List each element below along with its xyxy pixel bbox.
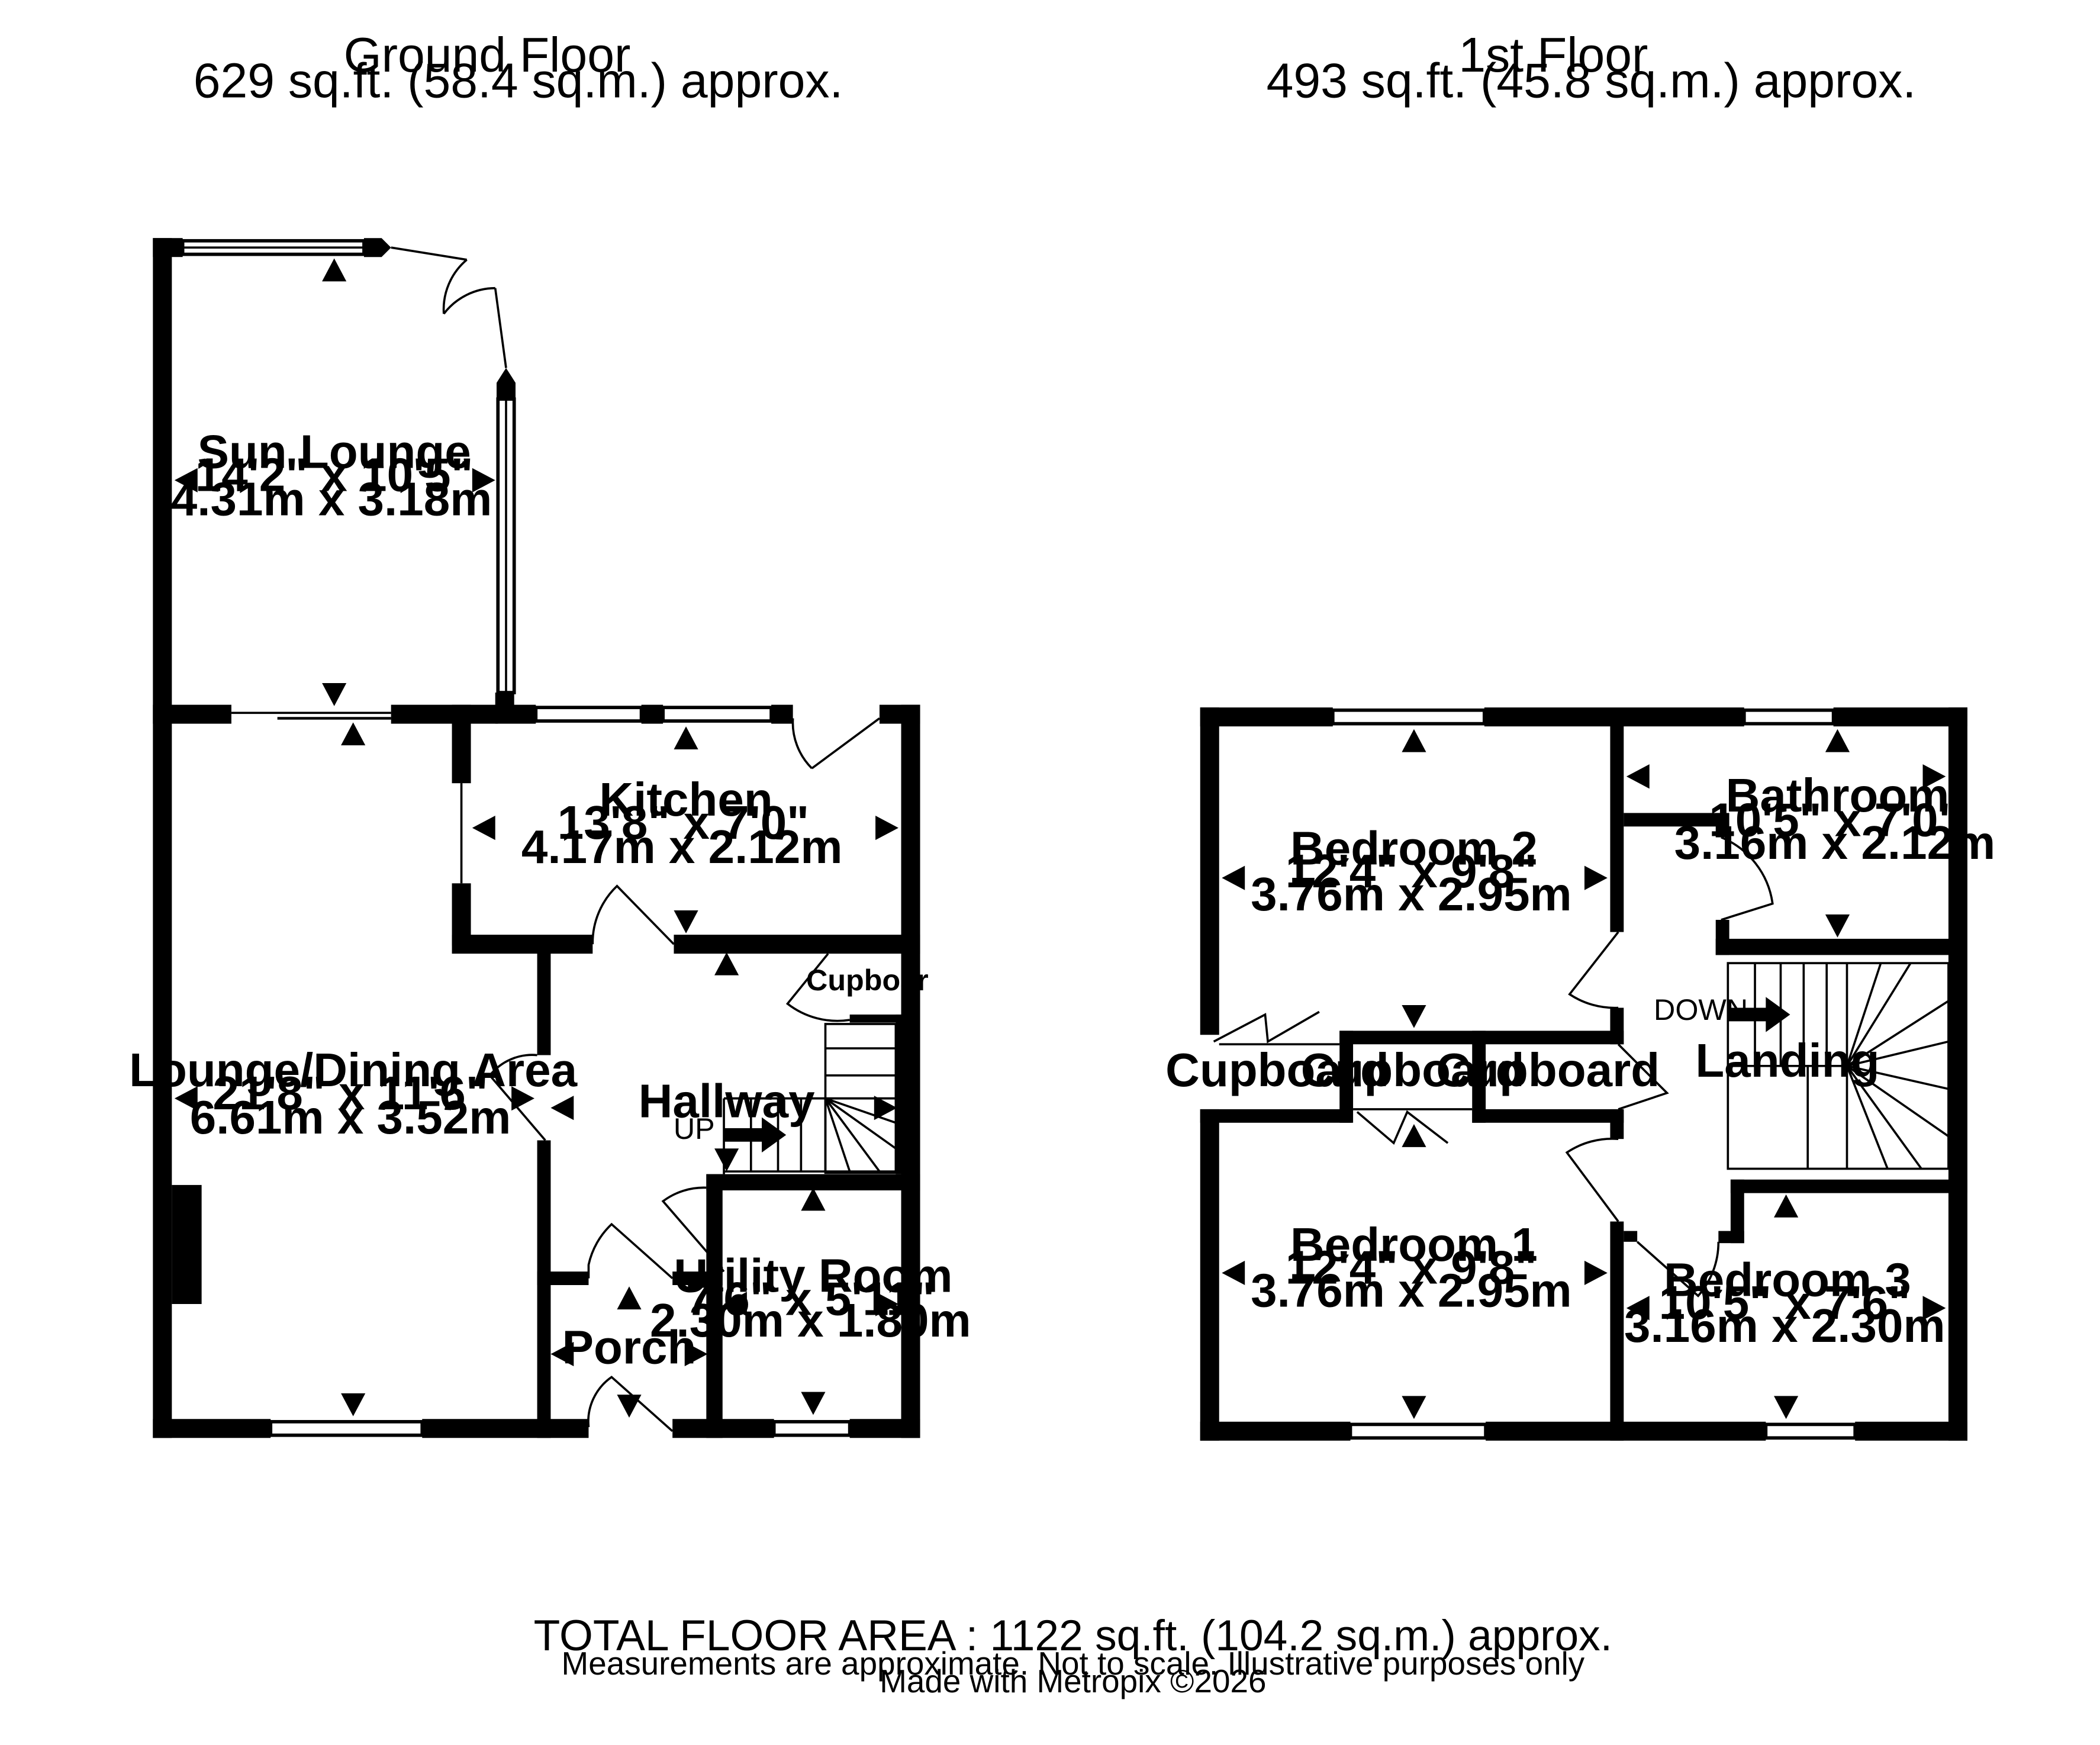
ground-floor-walls [153, 238, 920, 1438]
kitchen-metric: 4.17m x 2.12m [521, 820, 843, 873]
room-labels: Sun Lounge 14'2" x 10'5" 4.31m x 3.18m K… [129, 426, 1995, 1374]
ground-floor-area: 629 sq.ft. (58.4 sq.m.) approx. [194, 54, 843, 108]
first-floor-title: 1st Floor [1458, 28, 1648, 82]
sun-lounge-imperial: 14'2" x 10'5" [195, 449, 474, 501]
bedroom2-name: Bedroom 2 [1290, 822, 1538, 874]
sun-lounge-name: Sun Lounge [198, 426, 471, 478]
first-floor-doors [1213, 836, 1950, 1298]
credit: Made with Metropix ©2026 [880, 1663, 1266, 1699]
bedroom3-imperial: 10'5" x 7'6" [1659, 1276, 1911, 1329]
utility-imperial: 7'6" x 5'11" [686, 1272, 935, 1325]
kitchen-imperial: 13'8" x 7'0" [558, 796, 809, 849]
bedroom1-name: Bedroom 1 [1290, 1218, 1538, 1271]
porch-name: Porch [562, 1321, 697, 1374]
bedroom3-metric: 3.16m x 2.30m [1624, 1299, 1946, 1352]
cupboard-3-name: Cupboard [1436, 1044, 1660, 1096]
first-floor-area: 493 sq.ft. (45.8 sq.m.) approx. [1267, 54, 1917, 108]
ground-floor-stairs [723, 1023, 897, 1174]
bathroom-imperial: 10'5" x 7'0" [1709, 793, 1960, 846]
ground-floor-title: Ground Floor [344, 28, 631, 82]
stairs-down-label: DOWN [1654, 993, 1748, 1026]
bedroom3-name: Bedroom 3 [1664, 1253, 1911, 1306]
total-floor-area: TOTAL FLOOR AREA : 1122 sq.ft. (104.2 sq… [534, 1612, 1612, 1660]
cupboard-2-name: Cupboard [1301, 1044, 1525, 1096]
bathroom-metric: 3.16m x 2.12m [1674, 816, 1996, 869]
kitchen-name: Kitchen [599, 773, 772, 826]
ground-cupboard-name: Cupboar [806, 963, 929, 997]
sun-lounge-metric: 4.31m x 3.18m [171, 473, 492, 526]
utility-metric: 2.30m x 1.80m [650, 1294, 971, 1347]
disclaimer: Measurements are approximate. Not to sca… [562, 1645, 1585, 1682]
hallway-name: Hallway [639, 1075, 815, 1128]
first-floor-walls [1200, 707, 1967, 1441]
utility-name: Utility Room [674, 1249, 952, 1302]
ground-floor-doors [231, 246, 881, 1432]
lounge-name: Lounge/Dining Area [129, 1044, 578, 1096]
lounge-imperial: 21'8" x 11'6" [212, 1067, 488, 1119]
landing-name: Landing [1695, 1034, 1879, 1087]
bedroom1-imperial: 12'4" x 9'8" [1286, 1241, 1537, 1294]
bedroom2-metric: 3.76m x 2.95m [1251, 868, 1572, 920]
stairs-up-label: UP [674, 1112, 715, 1145]
lounge-metric: 6.61m x 3.52m [190, 1091, 511, 1144]
cupboard-1-name: Cupboard [1165, 1044, 1389, 1096]
dimension-arrows [174, 258, 1946, 1419]
bedroom2-imperial: 12'4" x 9'8" [1286, 845, 1537, 897]
bedroom1-metric: 3.76m x 2.95m [1251, 1264, 1572, 1317]
bathroom-name: Bathroom [1726, 769, 1950, 822]
